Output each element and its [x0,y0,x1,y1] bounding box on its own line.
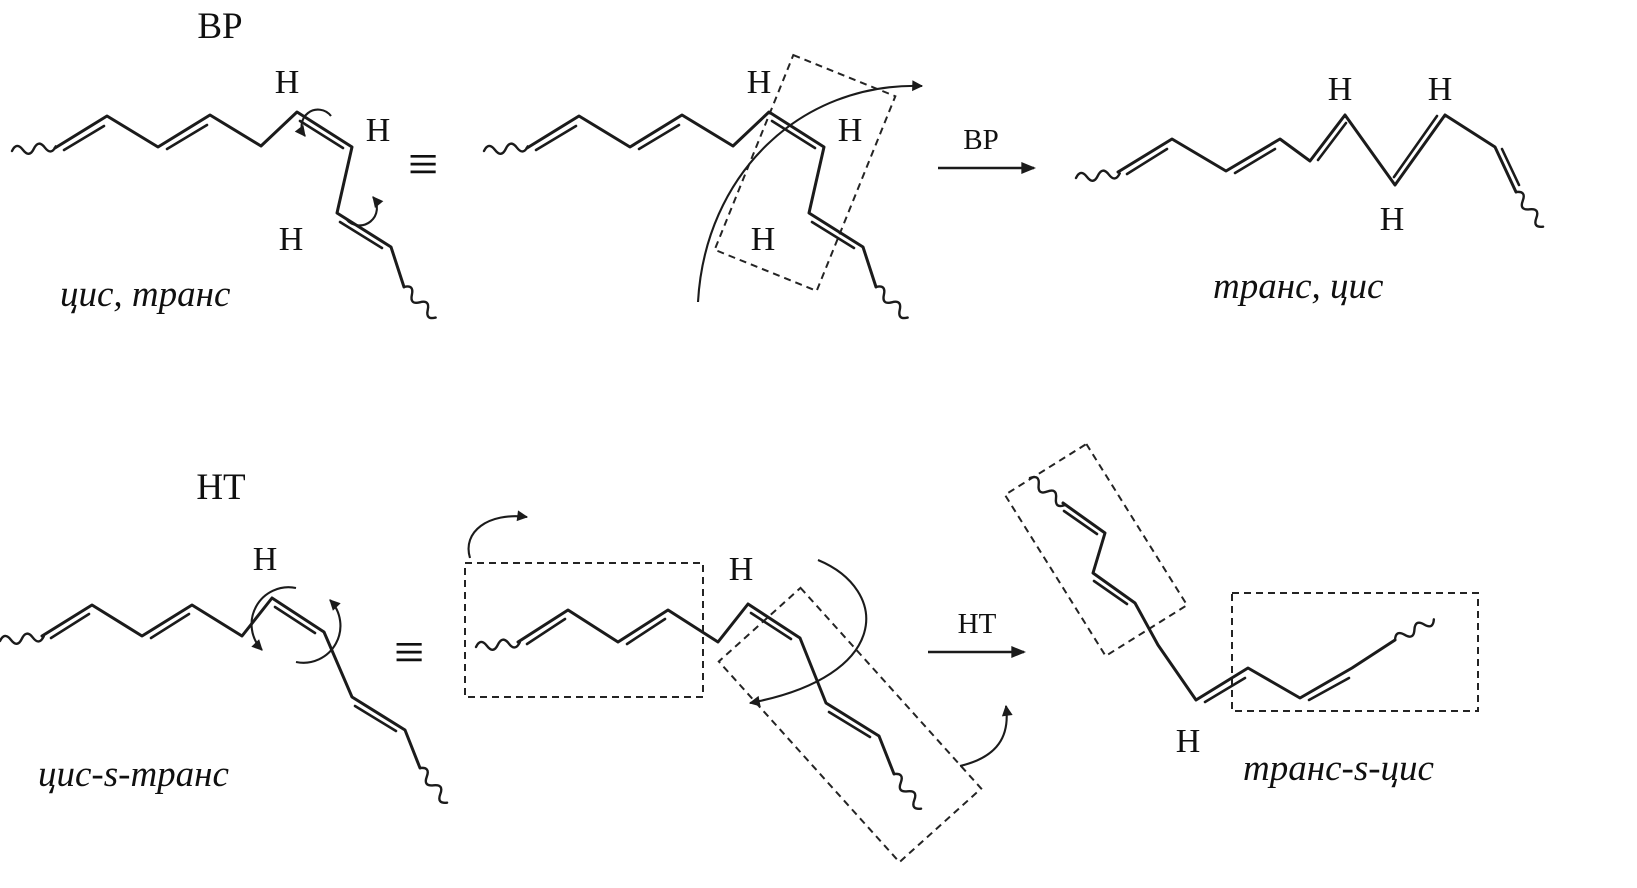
chain-terminus-squiggle [1514,190,1545,228]
fragment-rotation-arrow [467,510,529,559]
double-bond [534,124,578,152]
double-bond [1316,121,1348,162]
chain-terminus-squiggle [874,285,909,320]
double-bond [749,611,793,641]
hydrogen-label: H [1328,71,1353,108]
chain-terminus-squiggle [1074,169,1121,182]
double-bond [525,617,567,646]
pedal-rotation-arrow [696,80,924,303]
double-bond [165,123,209,151]
chain-terminus-squiggle [402,285,437,320]
dashed-selection-box [464,562,704,698]
double-bond [1203,676,1247,704]
double-bond [1392,114,1439,179]
chain-terminus-squiggle [418,766,449,804]
carbon-chain [1061,501,1397,702]
ht-mechanism-title: HT [196,467,245,508]
hydrogen-label: H [253,541,278,578]
double-bond [625,617,667,646]
double-bond [637,123,681,151]
ht-reactant-structure: H цис-s-транс [0,541,449,804]
hydrogen-label: H [275,64,300,101]
ht-panel: HT H цис-s-транс ≡ H [0,442,1479,864]
double-bond [1092,579,1129,606]
carbon-chain [516,602,896,776]
double-bond [1233,147,1277,175]
rotation-arrow [295,599,342,664]
ht-reaction-arrow-group: HT [928,608,1026,658]
double-bond [49,612,91,640]
hydrogen-label: H [1428,71,1453,108]
ht-reactant-label: цис-s-транс [38,754,230,795]
hydrogen-label: H [279,221,304,258]
ht-product-structure: H транс-s-цис [1003,442,1479,789]
fragment-rotation-arrow [748,559,868,707]
double-bond [1307,676,1351,702]
carbon-chain [53,110,406,289]
ht-equivalent-conformer: H [464,510,1013,864]
chain-terminus-squiggle [892,772,923,810]
rotation-arrow [345,196,384,227]
hydrogen-label: H [1380,201,1405,238]
equivalence-sign: ≡ [394,622,424,682]
bp-equivalent-conformer: H H H [482,53,924,320]
hydrogen-label: H [747,64,772,101]
carbon-chain [1116,113,1518,194]
ht-arrow-label: HT [958,608,997,640]
rotation-arrow [294,108,332,137]
double-bond [353,704,398,733]
carbon-chain [40,596,422,770]
bp-mechanism-title: BP [197,6,242,47]
bp-arrow-label: BP [963,124,998,156]
double-bond [827,710,872,739]
chain-terminus-squiggle [474,638,521,651]
double-bond [298,119,345,150]
bp-product-structure: H H H транс, цис [1074,71,1545,307]
hydrogen-label: H [838,112,863,149]
equivalence-sign: ≡ [408,134,438,194]
dashed-selection-box [1231,592,1479,712]
dashed-selection-box [713,53,897,293]
chain-terminus-squiggle [0,632,45,645]
bp-reactant-structure: H H H цис, транс [10,64,437,320]
hydrogen-label: H [1176,723,1201,760]
hydrogen-label: H [729,551,754,588]
double-bond [149,612,191,640]
chain-terminus-squiggle [1393,618,1436,642]
bp-reaction-arrow-group: BP [938,124,1036,174]
bp-panel: BP H H H цис, транс ≡ [10,6,1545,320]
fragment-rotation-arrow [959,704,1013,768]
double-bond [770,119,817,150]
chain-terminus-squiggle [10,142,57,155]
hydrogen-label: H [366,112,391,149]
double-bond [62,124,106,152]
dashed-selection-box [1003,442,1189,658]
hydrogen-label: H [751,221,776,258]
carbon-chain [525,110,878,289]
chain-terminus-squiggle [482,142,529,155]
bp-reactant-label: цис, транс [60,274,231,315]
dashed-selection-box [717,586,983,864]
double-bond [810,220,856,250]
double-bond [273,605,317,635]
rotation-arrow [250,586,297,651]
bp-product-label: транс, цис [1213,266,1384,307]
ht-product-label: транс-s-цис [1243,748,1435,789]
double-bond [1062,509,1099,536]
double-bond [338,220,384,250]
double-bond [1125,147,1169,176]
chain-terminus-squiggle [1028,475,1066,508]
double-bond [1500,147,1521,187]
